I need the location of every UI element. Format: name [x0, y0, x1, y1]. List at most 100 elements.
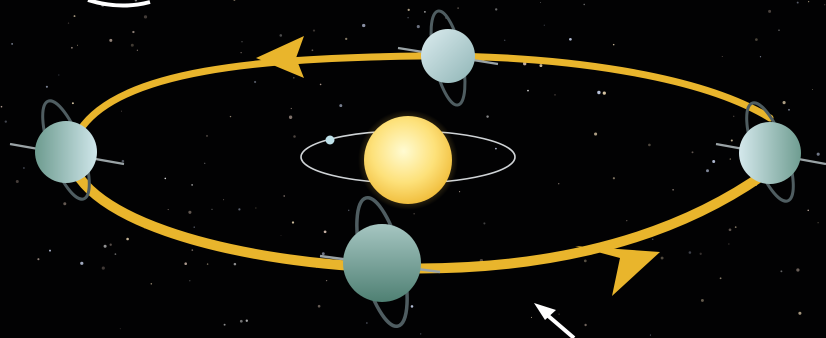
star: [122, 160, 125, 163]
star: [230, 116, 231, 117]
star: [495, 148, 497, 150]
star: [1, 106, 3, 108]
star: [318, 305, 321, 308]
star: [760, 56, 761, 57]
star: [648, 144, 651, 147]
star: [603, 91, 606, 94]
star: [11, 43, 13, 45]
star: [74, 15, 76, 17]
star: [255, 208, 256, 209]
star: [322, 252, 325, 255]
star: [729, 228, 732, 231]
star: [652, 238, 654, 240]
star: [16, 180, 19, 183]
sun-icon: [364, 116, 452, 204]
star: [37, 258, 39, 260]
star: [692, 151, 694, 153]
star: [121, 111, 122, 112]
star: [626, 220, 627, 221]
star: [49, 250, 51, 252]
star: [137, 50, 138, 51]
star: [241, 41, 242, 42]
star: [238, 208, 240, 210]
star: [23, 167, 25, 169]
star: [254, 81, 256, 83]
star: [194, 226, 195, 227]
star: [700, 253, 702, 255]
star: [281, 235, 282, 236]
star: [71, 47, 73, 49]
star: [613, 177, 615, 179]
star: [362, 24, 365, 27]
star: [780, 270, 782, 272]
star: [783, 101, 786, 104]
star: [730, 158, 731, 159]
star: [408, 9, 410, 11]
star: [72, 102, 74, 104]
star: [46, 86, 48, 88]
star: [583, 4, 584, 5]
star: [104, 245, 107, 248]
star: [110, 244, 112, 246]
star: [613, 44, 615, 46]
star: [241, 52, 242, 53]
star: [184, 262, 187, 265]
star: [151, 283, 153, 285]
star: [326, 280, 327, 281]
star: [539, 64, 542, 67]
star: [486, 115, 488, 117]
star: [411, 305, 414, 308]
star: [189, 280, 190, 281]
star: [597, 91, 600, 94]
star: [731, 139, 733, 141]
star: [584, 260, 587, 263]
star: [345, 38, 347, 40]
star: [689, 251, 692, 254]
star: [207, 263, 208, 264]
star: [234, 263, 237, 266]
star: [531, 317, 532, 318]
star: [168, 209, 169, 210]
star: [211, 209, 212, 210]
star: [720, 277, 722, 279]
star: [144, 15, 147, 18]
star: [366, 322, 367, 323]
star: [293, 77, 295, 79]
star: [797, 2, 799, 4]
star: [417, 25, 420, 28]
star: [126, 238, 129, 241]
star: [80, 262, 83, 265]
star: [558, 313, 559, 314]
star: [457, 7, 459, 9]
star: [164, 178, 166, 180]
star: [706, 169, 709, 172]
star: [554, 94, 555, 95]
star: [735, 226, 737, 228]
star: [527, 90, 529, 92]
star: [824, 4, 825, 5]
star: [348, 210, 349, 211]
star: [204, 163, 205, 164]
star: [63, 202, 66, 205]
star: [733, 116, 734, 117]
star: [240, 320, 243, 323]
star: [283, 195, 285, 197]
star: [324, 230, 327, 233]
star: [798, 312, 801, 315]
star: [812, 89, 813, 90]
star: [544, 25, 545, 26]
star: [109, 39, 112, 42]
star: [313, 30, 315, 32]
star: [293, 135, 296, 138]
star: [807, 210, 808, 211]
star: [289, 116, 292, 119]
star: [459, 191, 460, 192]
star: [407, 17, 409, 19]
star: [280, 34, 283, 37]
star: [246, 320, 248, 322]
star: [420, 333, 421, 334]
star: [320, 84, 322, 86]
star: [788, 109, 790, 111]
star: [312, 49, 314, 51]
